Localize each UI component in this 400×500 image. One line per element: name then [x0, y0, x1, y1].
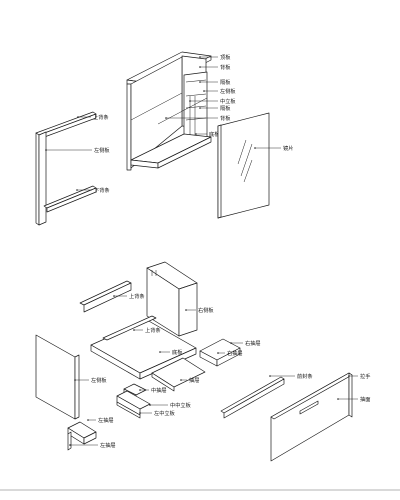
label-vanity-left-side-panel: 左侧板	[91, 376, 107, 384]
drawer-face-right-edge	[348, 372, 353, 418]
cabinet-frame-parts: 上背条 左侧板 下背条	[35, 111, 110, 226]
label-middle-vertical: 中立板	[220, 97, 236, 105]
vanity-left-side-edge	[74, 354, 80, 420]
vanity-back-strip-face	[83, 282, 132, 313]
vanity-left-drawer: 左抽屉 左抽屉	[67, 416, 116, 451]
mirror-panel	[217, 112, 270, 219]
label-middle-drawer: 中抽屉	[151, 386, 167, 394]
label-vanity-bottom-panel: 底板	[172, 348, 183, 356]
cabinet-left-side	[126, 83, 132, 171]
lower-back-strip	[43, 185, 97, 209]
vanity-upper-back-strip: 上背条	[79, 280, 145, 313]
vanity-left-side-face	[35, 334, 76, 420]
label-front-strip: 前封条	[297, 372, 313, 380]
label-right-drawer: 右抽屉	[245, 339, 261, 347]
cabinet-callouts: 顶板 背板 隔板 左侧板 中立板 隔板 背板 底板	[165, 53, 236, 138]
cabinet-bottom-slab-side	[157, 136, 212, 169]
label-left-drawer-top: 左抽屉	[98, 416, 114, 424]
upper-back-strip-front	[38, 113, 97, 140]
vanity-bottom-board: 上背条 底板	[90, 315, 197, 380]
label-back-panel: 背板	[220, 63, 231, 71]
vanity-middle-drawers: 中抽屉 中中立板 左中立板	[116, 383, 192, 419]
left-drawer-upright	[67, 431, 72, 451]
right-side-panel-edge	[178, 282, 198, 337]
label-right-panel: 右抽屉	[227, 349, 243, 357]
label-shelf-1: 隔板	[220, 78, 231, 86]
right-drawer-side	[216, 347, 241, 367]
mirror-cabinet-assembly: 顶板 背板 隔板 左侧板 中立板 隔板 背板 底板	[35, 51, 293, 226]
label-left-middle: 左中立板	[154, 409, 176, 417]
drawer-base-front	[151, 372, 175, 392]
mirror-panel-edge	[217, 124, 222, 219]
label-top-panel: 顶板	[220, 53, 231, 61]
bottom-board-side	[139, 347, 197, 380]
left-middle-upright	[116, 401, 141, 419]
front-strip-top	[220, 376, 285, 414]
drawer-face-panel	[270, 372, 350, 462]
label-vanity-upper-back-strip: 上背条	[129, 292, 145, 300]
vanity-front-strip: 前封条	[220, 372, 313, 419]
label-back-panel-2: 背板	[220, 114, 231, 122]
cabinet-left-side-face	[130, 56, 183, 169]
vanity-drawer-face: 拉手 抽面	[270, 372, 370, 462]
label-lower-back-strip: 下背条	[94, 186, 110, 194]
inner-back-strip	[102, 315, 157, 341]
label-upper-back-strip: 上背条	[93, 113, 109, 121]
left-drawer-side	[83, 431, 97, 445]
label-drawer: 抽屉	[189, 376, 199, 384]
label-back-middle: 中中立板	[170, 401, 192, 409]
label-left-drawer-bottom: 左抽屉	[100, 441, 116, 449]
label-handle: 拉手	[360, 372, 370, 380]
label-bottom-panel: 底板	[209, 130, 220, 138]
frame-left-side	[35, 132, 40, 226]
label-right-side-panel: 右侧板	[198, 306, 214, 314]
label-drawer-face: 抽面	[360, 395, 370, 403]
upper-back-strip	[35, 111, 97, 136]
cabinet-body	[126, 51, 212, 171]
vanity-drawer-base: 抽屉	[151, 357, 206, 392]
vanity-left-side-panel: 左侧板	[35, 334, 107, 420]
front-strip-face	[223, 378, 285, 419]
frame-left-side-face	[38, 131, 47, 226]
label-mirror: 镜片	[283, 144, 293, 152]
vanity-right-drawer: 右抽屉 右抽屉	[199, 338, 261, 367]
label-shelf-2: 隔板	[220, 104, 231, 112]
label-left-side-panel: 左侧板	[220, 87, 236, 95]
vanity-assembly: 右侧板 上背条 上背条 底板	[35, 261, 370, 462]
mirror-door: 镜片	[217, 112, 293, 219]
label-vanity-upper-back-strip-2: 上背条	[145, 326, 161, 334]
label-frame-left-side: 左侧板	[94, 146, 110, 154]
drawer-handle-icon	[299, 400, 319, 415]
lower-back-strip-front	[46, 187, 97, 213]
vanity-right-side-panel: 右侧板	[146, 261, 214, 337]
